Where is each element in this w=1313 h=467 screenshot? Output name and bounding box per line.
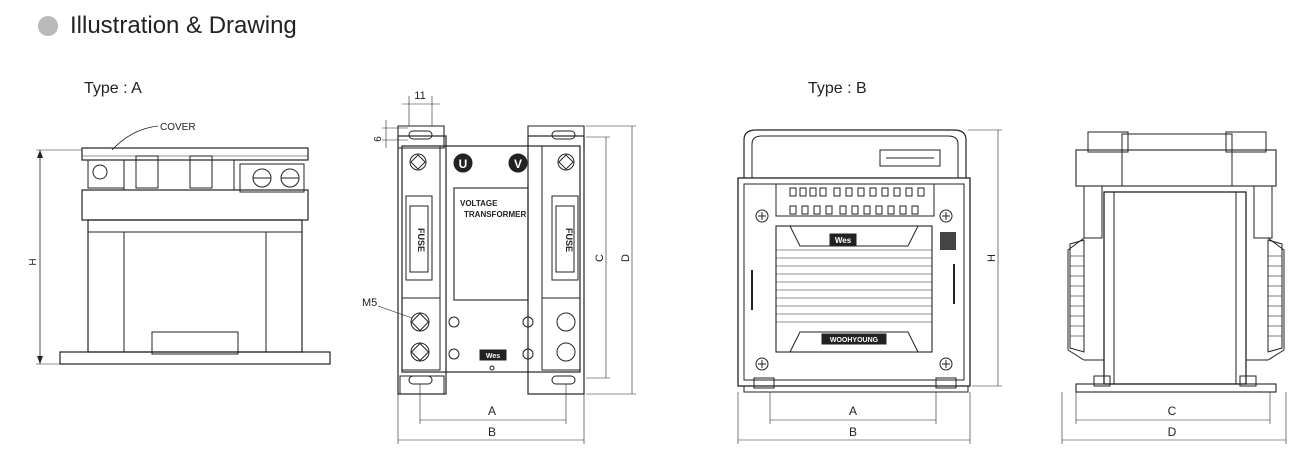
- type-a-dim-c: C: [594, 254, 606, 262]
- type-a-logo: Wes: [486, 353, 500, 360]
- type-a-cover-label: COVER: [160, 122, 196, 133]
- type-a-dim-b: B: [488, 425, 496, 439]
- type-b-dim-d: D: [1168, 425, 1177, 439]
- type-b-dim-c: C: [1168, 404, 1177, 418]
- type-a-fuse-right: FUSE: [564, 228, 574, 252]
- type-a-dim-hole: 6: [373, 136, 384, 142]
- type-b-dim-h: H: [986, 254, 998, 262]
- type-b-coil-fins: [1070, 255, 1282, 337]
- type-b-terminal-strip: [789, 187, 925, 215]
- type-a-terminal-v: V: [514, 157, 522, 171]
- type-a-dim-a: A: [488, 404, 496, 418]
- type-b-dim-b: B: [849, 425, 857, 439]
- type-a-fuse-left: FUSE: [416, 228, 426, 252]
- type-a-side-dim-h: H: [28, 258, 39, 265]
- section-title: Illustration & Drawing: [70, 12, 297, 39]
- type-a-plate-line1: VOLTAGE: [460, 199, 498, 208]
- type-b-label: Type : B: [808, 80, 867, 97]
- type-a-dim-d: D: [620, 254, 632, 262]
- type-a-side-view: H COVER: [28, 122, 331, 365]
- type-a-plate-line2: TRANSFORMER: [464, 210, 526, 219]
- type-b-brand: WOOHYOUNG: [830, 337, 879, 344]
- type-a-front-view: 11 6 FUSE FUSE: [362, 90, 636, 444]
- type-b-dim-a: A: [849, 404, 857, 418]
- bullet-icon: [38, 16, 58, 36]
- type-b-logo: Wes: [835, 236, 852, 245]
- type-a-terminal-u: U: [459, 157, 468, 171]
- type-b-front-view: Wes WOOHYOUNG H A B: [737, 129, 1002, 444]
- section-header: Illustration & Drawing: [38, 12, 297, 40]
- type-b-core-lines: [776, 249, 932, 323]
- type-b-side-view: C D: [1061, 131, 1287, 444]
- type-a-screw-label: M5: [362, 297, 377, 309]
- type-a-dim-top: 11: [414, 90, 425, 102]
- type-a-label: Type : A: [84, 80, 142, 97]
